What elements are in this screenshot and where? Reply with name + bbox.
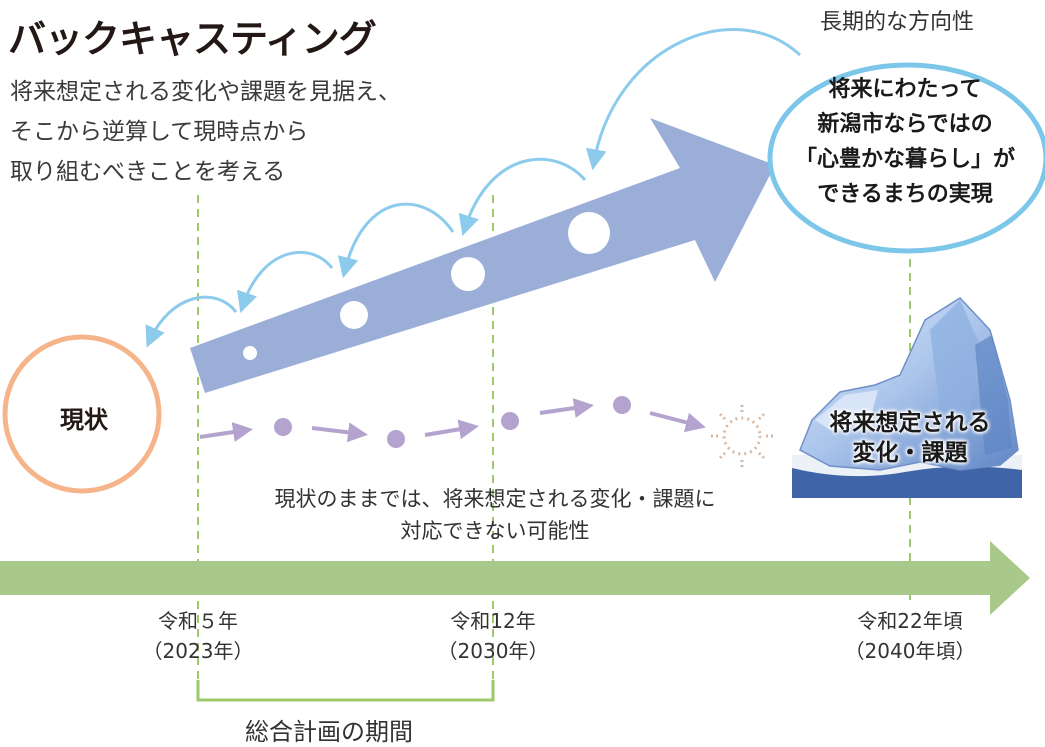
curve-arrow: [337, 202, 455, 279]
path-segment: [199, 422, 253, 442]
status-quo-path: [199, 398, 706, 443]
warning-line: 対応できない可能性: [400, 519, 590, 543]
sun-ring: [722, 416, 762, 456]
sun-rays: [708, 402, 776, 470]
curve-arrow: [458, 157, 587, 236]
issue-line: 将来想定される: [829, 410, 991, 436]
iceberg-shadow: [975, 335, 1012, 455]
curve-arrow: [237, 250, 334, 313]
period-bracket: [196, 680, 495, 702]
path-segment: [649, 411, 706, 433]
timeline-label-2040: 令和22年頃 （2040年頃）: [820, 606, 1000, 666]
curve-arrow-long: [585, 28, 802, 171]
arrow-dots: [243, 212, 610, 360]
arrow-dot: [243, 346, 257, 360]
status-quo-dots: [274, 396, 631, 448]
year-label: （2040年頃）: [844, 639, 976, 663]
era-label: 令和12年: [450, 609, 536, 633]
intro-line: 将来想定される変化や課題を見据え、: [10, 79, 401, 105]
path-dot: [501, 412, 519, 430]
path-dot: [387, 430, 405, 448]
timeline-arrow: [0, 541, 1030, 615]
iceberg-face: [930, 300, 980, 420]
warning-text: 現状のままでは、将来想定される変化・課題に 対応できない可能性: [200, 483, 790, 547]
goal-line: 「心豊かな暮らし」が: [794, 147, 1015, 172]
path-segment: [424, 419, 479, 440]
goal-text: 将来にわたって 新潟市ならではの 「心豊かな暮らし」が できるまちの実現: [780, 72, 1030, 212]
current-circle: [2, 334, 162, 494]
arrow-dot: [568, 212, 610, 254]
arrow-dot: [451, 257, 485, 291]
year-label: （2030年）: [437, 639, 549, 663]
path-segment: [539, 398, 594, 418]
timeline-label-2030: 令和12年 （2030年）: [403, 606, 583, 666]
backcast-curves: [145, 28, 802, 348]
dotted-sun-icon: [708, 402, 776, 470]
period-label: 総合計画の期間: [245, 718, 413, 746]
arrow-dot: [340, 301, 368, 329]
goal-line: できるまちの実現: [817, 182, 993, 207]
year-label: （2023年）: [142, 639, 254, 663]
warning-line: 現状のままでは、将来想定される変化・課題に: [274, 487, 716, 511]
issue-line: 変化・課題: [852, 440, 968, 466]
goal-line: 新潟市ならではの: [817, 112, 993, 137]
iceberg-icon: [792, 297, 1022, 498]
issue-label: 将来想定される 変化・課題: [810, 408, 1010, 468]
path-dot: [274, 418, 292, 436]
current-label: 現状: [60, 406, 108, 434]
backcast-arrow: [190, 118, 775, 393]
goal-ellipse: [767, 62, 1045, 254]
timeline-label-2023: 令和５年 （2023年）: [108, 606, 288, 666]
path-segment: [311, 422, 368, 443]
longterm-label: 長期的な方向性: [820, 10, 975, 35]
path-dot: [613, 396, 631, 414]
era-label: 令和22年頃: [857, 609, 963, 633]
curve-arrow: [145, 295, 238, 348]
goal-line: 将来にわたって: [828, 77, 982, 102]
intro-line: 取り組むべきことを考える: [10, 159, 286, 185]
page-title: バックキャスティング: [8, 17, 377, 61]
iceberg-ledge: [815, 390, 878, 430]
intro-line: そこから逆算して現時点から: [10, 119, 309, 145]
era-label: 令和５年: [158, 609, 238, 633]
